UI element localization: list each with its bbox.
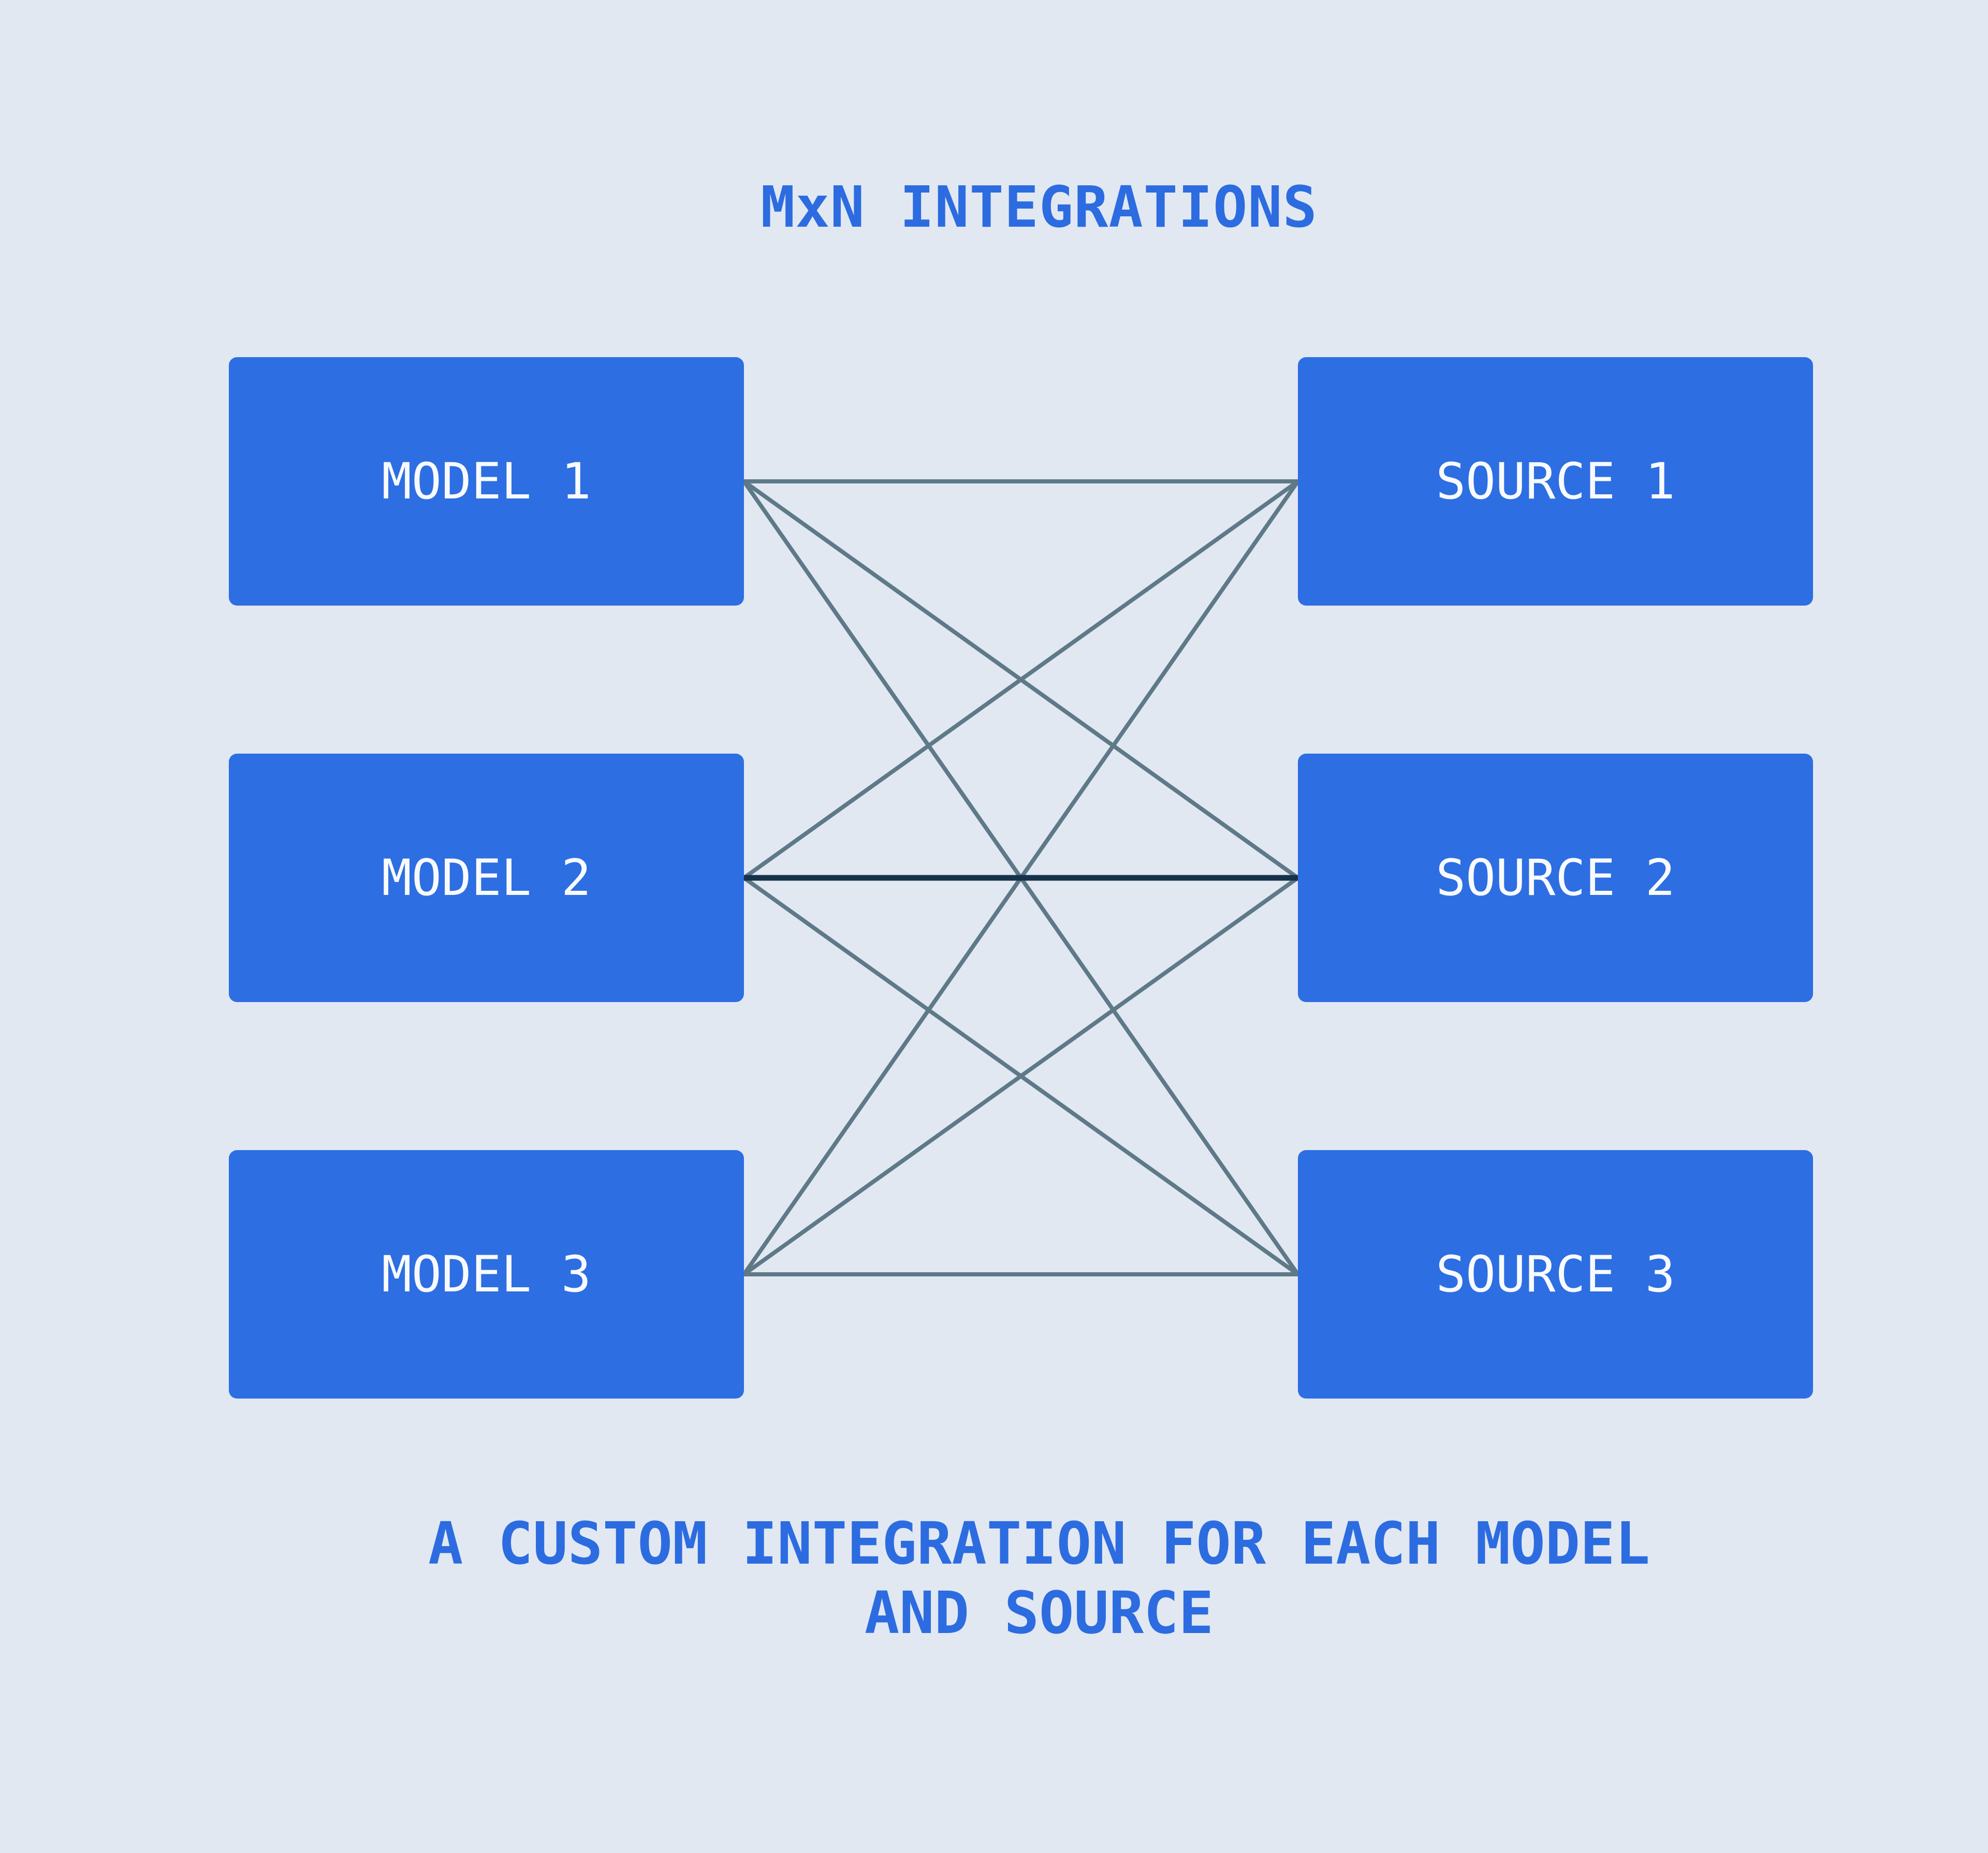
source-2-label: SOURCE 2: [1436, 849, 1675, 907]
model-3-box: MODEL 3: [229, 1150, 744, 1399]
model-1-label: MODEL 1: [382, 452, 591, 510]
source-1-box: SOURCE 1: [1298, 357, 1813, 606]
model-1-box: MODEL 1: [229, 357, 744, 606]
model-3-label: MODEL 3: [382, 1245, 591, 1303]
caption-line-1: A CUSTOM INTEGRATION FOR EACH MODEL: [428, 1510, 1650, 1578]
diagram-caption: A CUSTOM INTEGRATION FOR EACH MODEL AND …: [229, 1509, 1849, 1648]
model-2-box: MODEL 2: [229, 754, 744, 1002]
diagram-title: MxN INTEGRATIONS: [761, 174, 1318, 240]
connection-m3-s2: [742, 876, 1299, 1276]
source-3-label: SOURCE 3: [1436, 1245, 1675, 1303]
source-1-label: SOURCE 1: [1436, 452, 1675, 510]
connection-m2-s1: [742, 479, 1299, 880]
caption-line-2: AND SOURCE: [864, 1580, 1214, 1647]
model-2-label: MODEL 2: [382, 849, 591, 907]
source-2-box: SOURCE 2: [1298, 754, 1813, 1002]
source-3-box: SOURCE 3: [1298, 1150, 1813, 1399]
